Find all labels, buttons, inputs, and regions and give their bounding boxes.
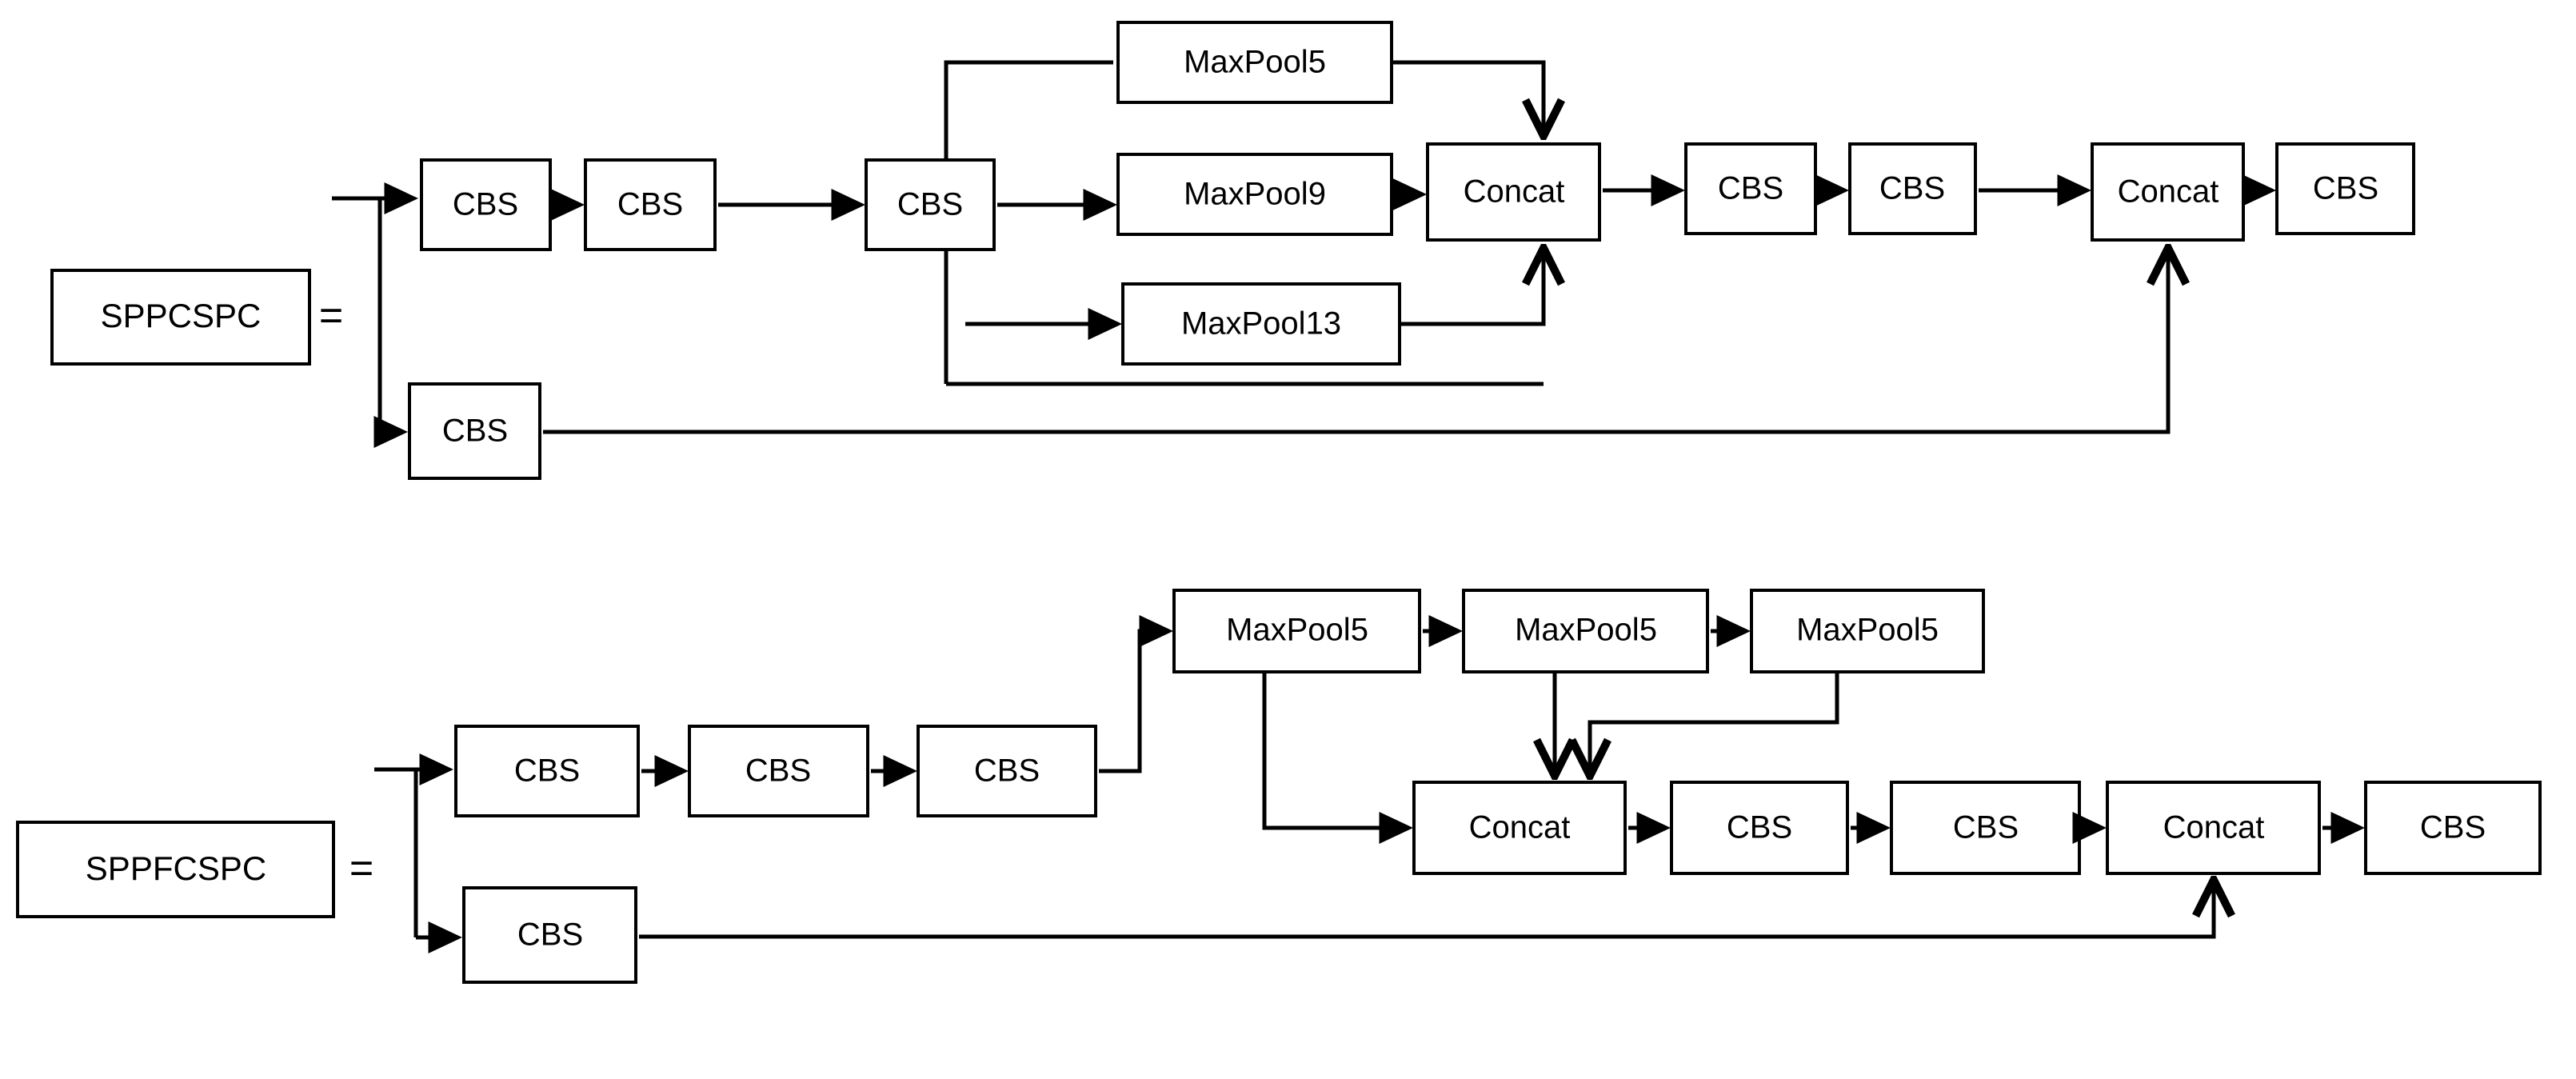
edge-maxpool5a-concat1: [1262, 672, 1413, 844]
node-maxpool5-a: MaxPool5: [1172, 589, 1421, 673]
node-label: CBS: [453, 187, 518, 222]
node-label: MaxPool5: [1796, 613, 1939, 648]
node-cbs-6: CBS: [2275, 142, 2415, 235]
node-concat-1: Concat: [1412, 781, 1627, 875]
node-label: MaxPool9: [1184, 177, 1326, 212]
edge-shortcut-concat2: [543, 252, 2168, 434]
diagram-sppcspc: SPPCSPC = CBS CBS CBS: [50, 21, 2415, 480]
node-label: MaxPool5: [1226, 613, 1368, 648]
node-concat-2: Concat: [2106, 781, 2321, 875]
node-label: CBS: [442, 414, 508, 449]
node-cbs-3: CBS: [917, 725, 1097, 817]
node-cbs-4: CBS: [1670, 781, 1849, 875]
node-cbs-1: CBS: [454, 725, 640, 817]
sppfcspc-definition-box: SPPFCSPC: [16, 821, 335, 918]
node-label: CBS: [2420, 810, 2486, 845]
sppcspc-input-split: [332, 182, 418, 448]
sppfcspc-equals-sign: =: [349, 845, 373, 892]
node-label: Concat: [1464, 174, 1565, 210]
node-cbs-4: CBS: [1684, 142, 1817, 235]
sppfcspc-definition-label: SPPFCSPC: [86, 849, 266, 887]
node-label: CBS: [1718, 171, 1783, 206]
node-label: CBS: [1727, 810, 1792, 845]
node-label: CBS: [517, 917, 583, 953]
node-maxpool9: MaxPool9: [1116, 153, 1393, 236]
node-label: MaxPool13: [1181, 306, 1341, 342]
node-cbs-5: CBS: [1848, 142, 1977, 235]
sppcspc-definition-label: SPPCSPC: [101, 297, 262, 334]
sppfcspc-input-split: [374, 753, 462, 953]
node-cbs-1: CBS: [420, 158, 552, 251]
node-cbs-5: CBS: [1890, 781, 2081, 875]
diagram-sppfcspc: SPPFCSPC = CBS CBS CBS: [16, 589, 2542, 984]
edge-shortcut-concat2: [639, 884, 2214, 939]
node-cbs-3: CBS: [865, 158, 996, 251]
sppcspc-equals-sign: =: [319, 293, 343, 339]
edge-maxpool5-concat1: [1392, 60, 1544, 132]
node-label: CBS: [745, 753, 811, 789]
node-label: CBS: [514, 753, 580, 789]
node-cbs-shortcut: CBS: [462, 886, 637, 984]
node-label: CBS: [1953, 810, 2019, 845]
node-concat-1: Concat: [1426, 142, 1601, 242]
edge-maxpool5c-concat1: [1590, 672, 1839, 772]
node-label: CBS: [1879, 171, 1945, 206]
node-cbs-2: CBS: [584, 158, 717, 251]
edge-cbs3-maxpool5a: [1099, 615, 1173, 773]
node-concat-2: Concat: [2091, 142, 2245, 242]
sppcspc-definition-box: SPPCSPC: [50, 269, 311, 366]
node-cbs-shortcut: CBS: [408, 382, 541, 480]
node-label: CBS: [897, 187, 963, 222]
node-maxpool5: MaxPool5: [1116, 21, 1393, 104]
node-label: MaxPool5: [1515, 613, 1657, 648]
node-label: CBS: [617, 187, 683, 222]
node-label: MaxPool5: [1184, 45, 1326, 80]
node-label: Concat: [1469, 810, 1571, 845]
node-label: Concat: [2118, 174, 2219, 210]
node-cbs-6: CBS: [2364, 781, 2542, 875]
edge-maxpool13-concat1: [1400, 252, 1544, 326]
node-maxpool13: MaxPool13: [1121, 282, 1401, 366]
node-label: CBS: [2313, 171, 2378, 206]
node-maxpool5-c: MaxPool5: [1750, 589, 1985, 673]
node-maxpool5-b: MaxPool5: [1462, 589, 1709, 673]
node-label: CBS: [974, 753, 1040, 789]
sppcspc-branch-trunk: [944, 60, 1544, 386]
node-cbs-2: CBS: [688, 725, 869, 817]
node-label: Concat: [2163, 810, 2265, 845]
